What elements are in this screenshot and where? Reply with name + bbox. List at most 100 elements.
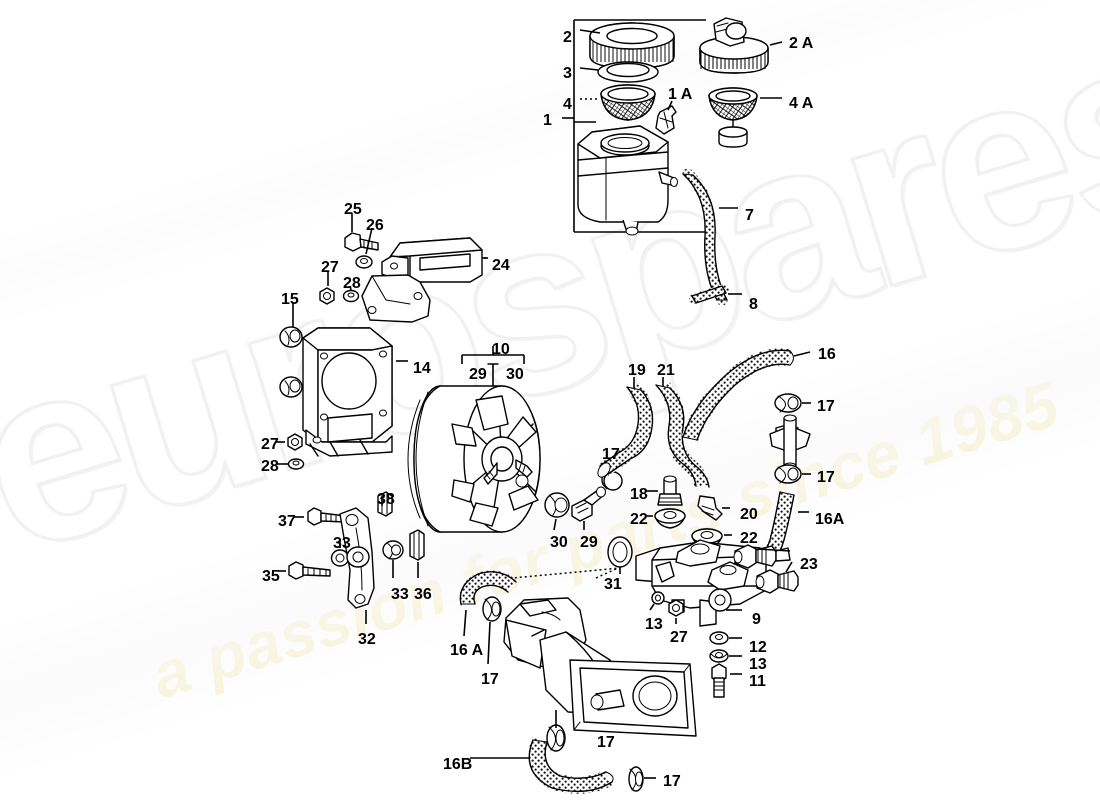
- part-30-grommet: [544, 492, 570, 531]
- callout-16a: 16 A: [450, 642, 484, 659]
- callout-33: 33: [333, 535, 351, 552]
- part-28-washer: [342, 285, 360, 303]
- part-26-washer: [355, 227, 373, 269]
- callout-28: 28: [261, 458, 279, 475]
- part-23-switch-upper: [733, 544, 791, 569]
- callout-1: 1: [543, 112, 552, 129]
- callout-10: 10: [492, 341, 510, 358]
- part-36-clip: [409, 529, 425, 578]
- part-group-master-cylinder: [607, 536, 799, 698]
- callout-2a: 2 A: [789, 35, 814, 52]
- callout-28: 28: [343, 275, 361, 292]
- part-14-bracket: [302, 327, 408, 457]
- part-23-switch-lower: [755, 561, 799, 594]
- part-12-washer: [709, 631, 742, 645]
- callout-35: 35: [262, 568, 280, 585]
- part-15-grommet-upper: [279, 326, 303, 348]
- callout-27: 27: [670, 629, 688, 646]
- callout-21: 21: [657, 362, 675, 379]
- callout-18: 18: [630, 486, 648, 503]
- part-1A-clip: [655, 100, 677, 135]
- part-17-clamp-16: [774, 393, 811, 413]
- part-28-washer-lower: [276, 458, 305, 470]
- callout-17: 17: [481, 671, 499, 688]
- callout-26: 26: [366, 217, 384, 234]
- part-38-clip: [377, 491, 393, 517]
- part-13-lockwasher: [649, 591, 665, 611]
- part-group-reservoir: [562, 19, 706, 236]
- callout-16: 16: [818, 346, 836, 363]
- part-pedal-housing: [503, 597, 697, 737]
- part-27-nut: [319, 272, 335, 305]
- part-group-fluid-hoses: [597, 348, 811, 564]
- callout-17: 17: [597, 734, 615, 751]
- callout-27: 27: [321, 259, 339, 276]
- callout-24: 24: [492, 257, 510, 274]
- part-37-bolt: [294, 507, 347, 526]
- part-22-grommet-upper: [645, 508, 686, 529]
- part-2A-cap-sensor: [699, 17, 783, 74]
- part-3-cap-seal: [579, 61, 659, 83]
- part-group-cap-sensor: [699, 17, 783, 148]
- callout-13: 13: [645, 616, 663, 633]
- part-13-lockwasher-2: [709, 649, 742, 663]
- callout-17: 17: [817, 398, 835, 415]
- part-11-bolt: [711, 663, 742, 698]
- callout-3: 3: [563, 65, 572, 82]
- part-27-nut-lower: [276, 433, 303, 451]
- part-18-fitting: [645, 475, 683, 506]
- callout-36: 36: [414, 586, 432, 603]
- part-20-elbow: [697, 495, 730, 521]
- part-group-support-bracket: [276, 303, 408, 470]
- callout-31: 31: [604, 576, 622, 593]
- part-35-bolt: [278, 561, 331, 580]
- callout-17: 17: [817, 469, 835, 486]
- part-17-clamp-16b-top: [546, 710, 566, 752]
- part-20-spool-body: [769, 414, 811, 470]
- part-4-strainer: [580, 84, 656, 121]
- part-group-reservoir-bracket: [319, 213, 488, 323]
- part-2-reservoir-cap: [579, 22, 675, 69]
- callout-22: 22: [740, 530, 758, 547]
- part-17-clamp-16b-end: [628, 766, 656, 792]
- callout-1a: 1 A: [668, 86, 693, 103]
- callout-15: 15: [281, 291, 299, 308]
- callout-17: 17: [602, 446, 620, 463]
- callout-32: 32: [358, 631, 376, 648]
- callout-27: 27: [261, 436, 279, 453]
- part-32-lever: [339, 507, 375, 624]
- callout-9: 9: [752, 611, 761, 628]
- part-group-pedal-housing: [459, 567, 697, 794]
- callout-12: 12: [749, 639, 767, 656]
- callout-13: 13: [749, 656, 767, 673]
- callout-30: 30: [550, 534, 568, 551]
- part-19-hose: [597, 377, 654, 478]
- callout-17: 17: [663, 773, 681, 790]
- callout-2: 2: [563, 29, 572, 46]
- part-16A-hose-left: [459, 570, 517, 637]
- callout-8: 8: [749, 296, 758, 313]
- part-4A-float: [708, 87, 782, 148]
- callout-30: 30: [506, 366, 524, 383]
- part-8-vacuum-hose-short: [689, 284, 742, 304]
- part-17-clamp-16a-left: [482, 596, 502, 665]
- part-29-check-valve: [571, 486, 606, 530]
- callout-16b: 16B: [443, 756, 473, 773]
- callout-14: 14: [413, 360, 431, 377]
- callout-20: 20: [740, 506, 758, 523]
- part-7-vacuum-hose: [682, 168, 738, 306]
- callout-4: 4: [563, 96, 572, 113]
- part-24-bracket: [361, 237, 488, 323]
- part-33-bushing-lower: [382, 540, 404, 578]
- callout-37: 37: [278, 513, 296, 530]
- callout-19: 19: [628, 362, 646, 379]
- callout-38: 38: [377, 491, 395, 508]
- callout-16a: 16A: [815, 511, 845, 528]
- callout-29: 29: [469, 366, 487, 383]
- part-group-vacuum-hoses: [682, 168, 742, 306]
- callout-11: 11: [749, 673, 766, 690]
- callout-22: 22: [630, 511, 648, 528]
- part-15-grommet-lower: [279, 376, 303, 398]
